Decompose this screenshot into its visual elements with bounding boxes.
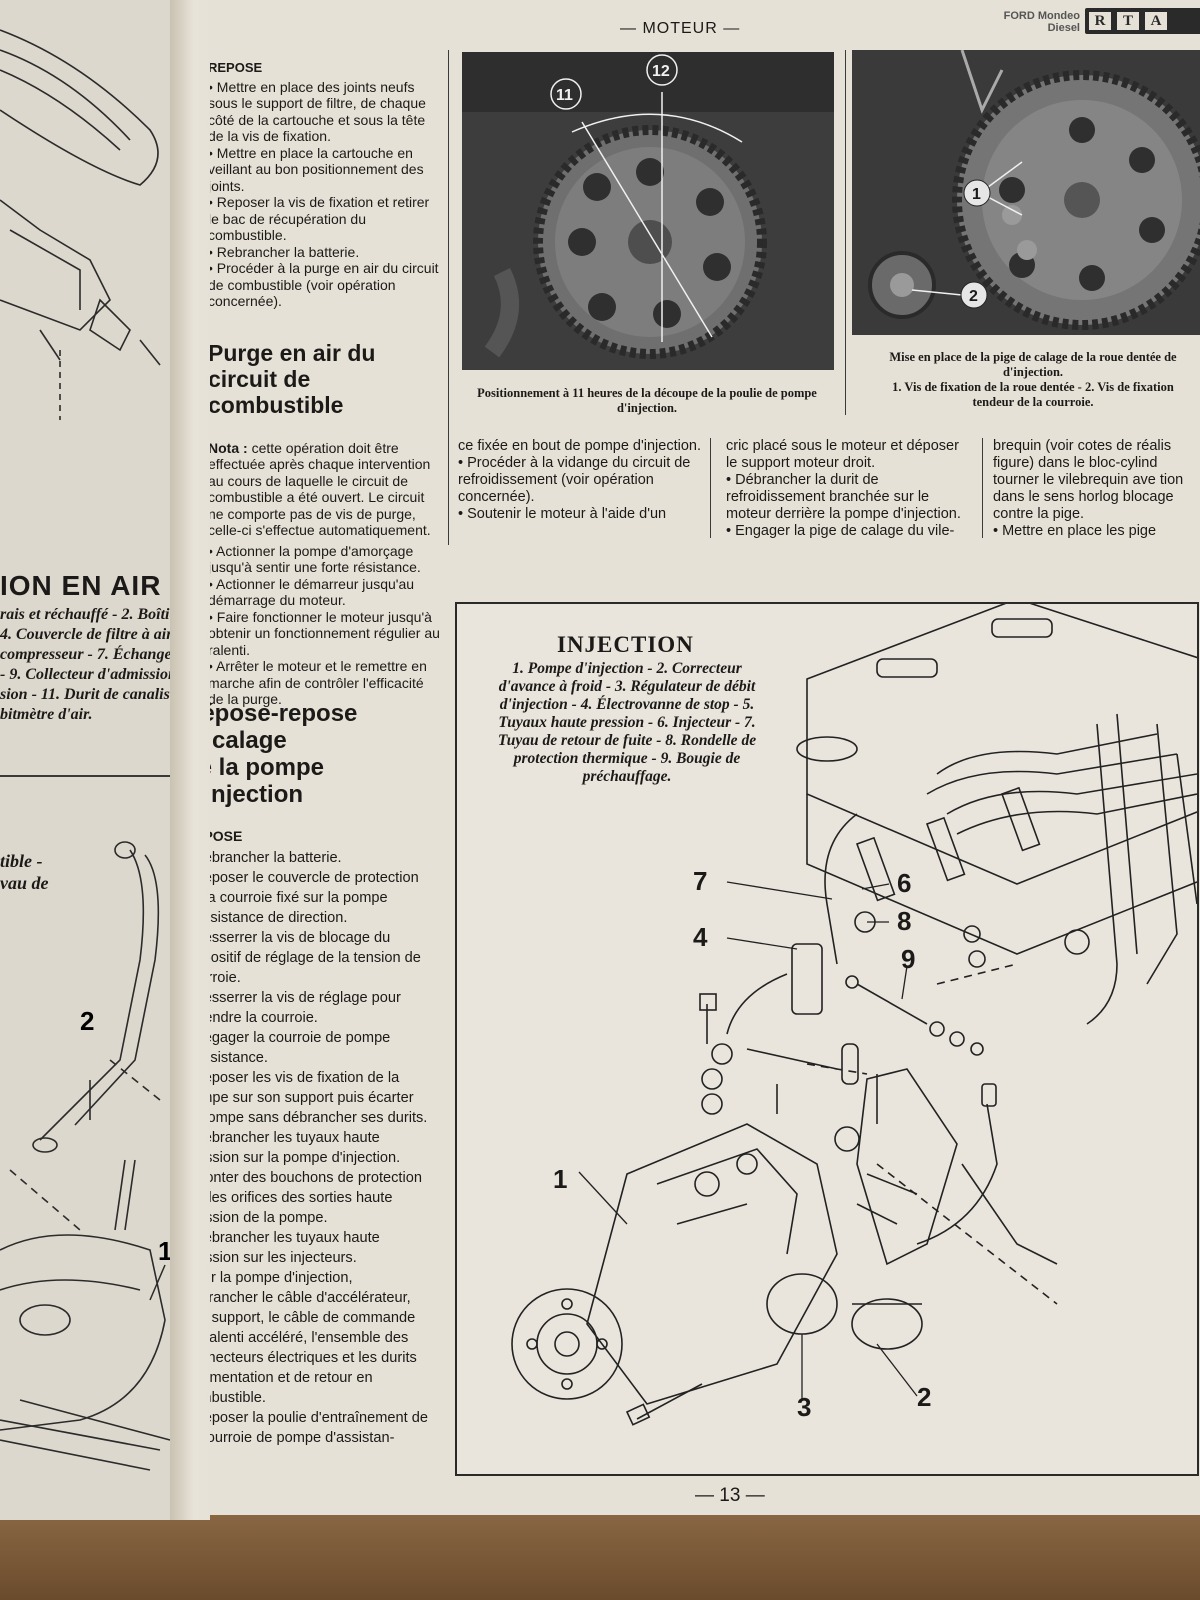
left-column-upper: REPOSE • Mettre en place des joints neuf…: [208, 60, 440, 708]
repose-title: REPOSE: [208, 60, 263, 75]
depose-subtitle: DÉPOSE: [190, 828, 243, 844]
injection-exploded-view: [511, 604, 1197, 1426]
timing-photo-illustration: 1 2: [852, 50, 1200, 335]
depose-bullet: • Déposer la poulie d'entraînement de la…: [190, 1410, 428, 1446]
callout-9: 9: [901, 944, 916, 974]
callout-3: 3: [797, 1392, 812, 1422]
nota-text: cette opération doit être effectuée aprè…: [208, 439, 431, 539]
injection-diagram: INJECTION 1. Pompe d'injection - 2. Corr…: [455, 602, 1199, 1476]
depose-bullet: • Dégager la courroie de pompe d'assista…: [190, 1030, 391, 1066]
pulley-photo-illustration: 11 12: [462, 52, 834, 370]
purge-bullet: • Faire fonctionner le moteur jusqu'à ob…: [208, 608, 440, 658]
column-rule: [845, 50, 846, 415]
photo-label-12: 12: [652, 63, 670, 80]
text-column-3: cric placé sous le moteur et déposer le …: [726, 438, 974, 540]
left-legend-line: compresseur - 7. Échangeur: [0, 646, 187, 663]
repose-bullet: • Procéder à la purge en air du circuit …: [208, 260, 439, 309]
book-gutter: [170, 0, 210, 1520]
photo2-label-2: 2: [969, 288, 978, 305]
nota-label: Nota :: [208, 439, 248, 456]
photo2-label-1: 1: [972, 186, 981, 203]
callout-8: 8: [897, 906, 912, 936]
photo2-caption: Mise en place de la pige de calage de la…: [858, 350, 1200, 410]
callout-6: 6: [897, 868, 912, 898]
left-callout-2: 2: [80, 1006, 94, 1036]
diagram-title: INJECTION: [557, 632, 694, 657]
depose-bullet: • Monter des bouchons de protection sur …: [190, 1170, 422, 1226]
left-legend-line: bitmètre d'air.: [0, 706, 93, 723]
depose-bullet: • Débrancher la batterie.: [190, 850, 342, 866]
callout-4: 4: [693, 922, 708, 952]
purge-bullet: • Actionner la pompe d'amorçage jusqu'à …: [208, 542, 421, 576]
column-4-text: brequin (voir cotes de réalis figure) da…: [993, 438, 1184, 539]
depose-title-line: Dépose-repose: [190, 700, 358, 727]
logo-letter: T: [1117, 12, 1139, 30]
brand-engine: Diesel: [1047, 22, 1080, 34]
repose-bullet: • Mettre en place la cartouche en veilla…: [208, 144, 424, 194]
depose-bullet: • Desserrer la vis de blocage du disposi…: [190, 930, 421, 986]
column-rule: [982, 438, 983, 538]
photo2-caption-line: d'injection.: [1002, 365, 1064, 379]
brand-label: FORD Mondeo Diesel: [970, 10, 1080, 34]
left-caption-line: vau de: [0, 873, 49, 893]
purge-title: Purge en air du circuit de combustible: [208, 339, 376, 418]
brand-model: FORD Mondeo: [1003, 10, 1080, 22]
page-number: — 13 —: [695, 1485, 765, 1506]
left-column-lower: Dépose-repose et calage de la pompe d'in…: [190, 700, 428, 1448]
photo2-caption-line: Mise en place de la pige de calage de la…: [889, 350, 1177, 364]
depose-bullet: • Sur la pompe d'injection, débrancher l…: [190, 1270, 417, 1406]
repose-bullet: • Rebrancher la batterie.: [208, 243, 360, 260]
photo2-caption-line: 1. Vis de fixation de la roue dentée - 2…: [892, 380, 1174, 394]
column-2-text: ce fixée en bout de pompe d'injection. •…: [458, 438, 701, 522]
diagram-legend: 1. Pompe d'injection - 2. Correcteur d'a…: [497, 660, 757, 785]
left-legend: rais et réchauffé - 2. Boîtier 4. Couver…: [0, 605, 190, 725]
text-column-2: ce fixée en bout de pompe d'injection. •…: [458, 438, 703, 523]
repose-bullet: • Reposer la vis de fixation et retirer …: [208, 194, 430, 243]
depose-bullet: • Déposer les vis de fixation de la pomp…: [190, 1070, 428, 1126]
column-rule: [448, 50, 449, 545]
column-rule: [710, 438, 711, 538]
purge-bullet: • Arrêter le moteur et le remettre en ma…: [208, 658, 427, 707]
column-3-text: cric placé sous le moteur et déposer le …: [726, 438, 961, 539]
photo2-caption-line: tendeur de la courroie.: [972, 395, 1094, 409]
left-legend-line: rais et réchauffé - 2. Boîtier: [0, 606, 183, 623]
callout-1: 1: [553, 1164, 568, 1194]
purge-nota: Nota : cette opération doit être effectu…: [208, 440, 440, 539]
photo-label-11: 11: [556, 87, 573, 104]
left-legend-line: sion - 11. Durit de canalisa-: [0, 686, 184, 703]
left-page-illustration: 2 1: [0, 29, 172, 1471]
section-title: — MOTEUR —: [620, 20, 741, 37]
left-caption: tible - vau de: [0, 850, 49, 894]
left-page: 2 1 ION EN AIR rais et réchauffé - 2. Bo…: [0, 0, 192, 1520]
depose-bullet: • Desserrer la vis de réglage pour déten…: [190, 990, 401, 1026]
photo-timing-pin: 1 2: [852, 50, 1200, 335]
logo-letter: A: [1145, 12, 1167, 30]
left-callout-1: 1: [158, 1236, 172, 1266]
depose-bullet: • Débrancher les tuyaux haute pression s…: [190, 1230, 380, 1266]
callout-2: 2: [917, 1382, 932, 1412]
callout-7: 7: [693, 866, 708, 896]
depose-bullet: • Déposer le couvercle de protection de …: [190, 870, 419, 926]
photo1-caption: Positionnement à 11 heures de la découpe…: [477, 386, 817, 415]
left-section-heading: ION EN AIR: [0, 570, 162, 601]
left-divider: [0, 775, 180, 777]
repose-bullet: • Mettre en place des joints neufs sous …: [208, 78, 426, 145]
depose-title-line: de la pompe d'injection: [190, 754, 325, 808]
left-legend-line: 4. Couvercle de filtre à air.: [0, 626, 176, 643]
depose-bullet: • Débrancher les tuyaux haute pression s…: [190, 1130, 401, 1166]
logo-letter: R: [1089, 12, 1111, 30]
depose-title: Dépose-repose et calage de la pompe d'in…: [190, 700, 428, 808]
left-legend-line: - 9. Collecteur d'admission: [0, 666, 177, 683]
photo-injection-pump-pulley: 11 12: [462, 52, 834, 370]
table-surface: [0, 1510, 1200, 1600]
text-column-4: brequin (voir cotes de réalis figure) da…: [993, 438, 1200, 540]
purge-bullet: • Actionner le démarreur jusqu'au démarr…: [208, 575, 415, 609]
left-caption-line: tible -: [0, 851, 43, 871]
